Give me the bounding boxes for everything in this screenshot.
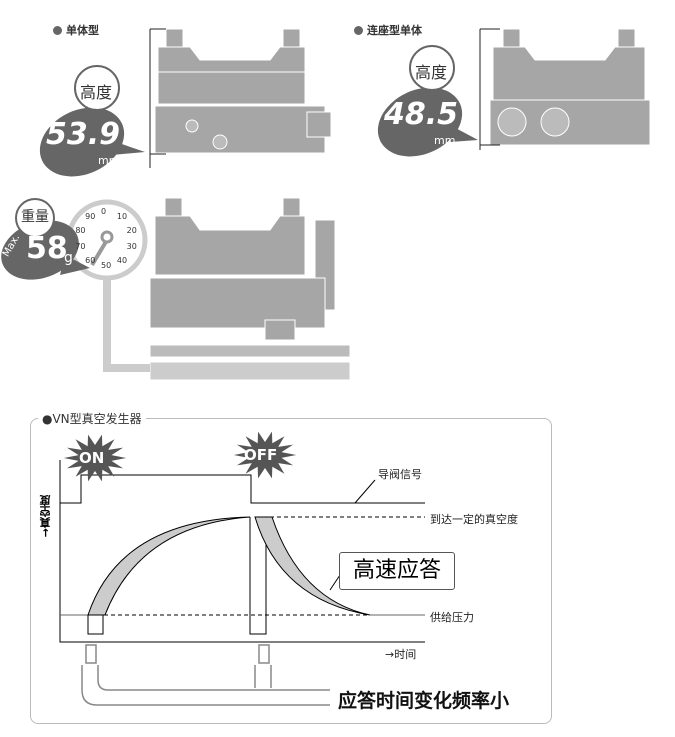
manifold-valve-device: [489, 28, 651, 146]
on-label: ON: [79, 449, 105, 467]
height-badge-manifold: [377, 45, 478, 157]
fall-curve-band: [254, 516, 371, 616]
weighed-valve-device: [149, 197, 351, 381]
on-starburst-icon: [63, 434, 127, 482]
hand-icon-1: [85, 644, 97, 664]
off-label: OFF: [244, 446, 278, 464]
weight-unit: g: [64, 250, 73, 266]
reach-vacuum-label: 到达一定的真空度: [430, 513, 518, 526]
gauge-tick-label: 70: [75, 242, 86, 252]
x-axis-label: →时间: [385, 648, 417, 661]
height-label-manifold: 高度: [415, 63, 448, 82]
gauge-tick-label: 50: [101, 261, 112, 270]
manifold-type-label: 连座型单体: [367, 24, 422, 37]
gauge-tick-label: 40: [116, 255, 128, 265]
single-valve-device: [154, 28, 332, 154]
gauge-tick-label: 0: [101, 207, 107, 216]
manifold-type-title: 连座型单体: [354, 22, 422, 38]
gauge-tick-label: 20: [126, 225, 137, 235]
gauge-tick-label: 60: [85, 255, 96, 265]
height-value-single: 53.9: [46, 117, 121, 152]
chart-axes: [59, 460, 425, 643]
gauge-tick-label: 80: [75, 225, 86, 235]
height-badge-single: [39, 65, 145, 177]
supply-pressure-label: 供给压力: [430, 611, 474, 624]
gauge-connector: [103, 278, 150, 372]
pilot-leader: [354, 479, 376, 504]
weight-badge: [1, 198, 90, 280]
pilot-signal-label: 导阀信号: [378, 468, 422, 481]
single-type-label: 单体型: [66, 24, 99, 37]
height-ruler-single: [149, 28, 166, 168]
device-illustrations: [1, 28, 651, 381]
weight-value: 58: [26, 231, 68, 266]
height-unit-single: mm: [98, 154, 120, 167]
pilot-signal-line: [60, 474, 425, 504]
height-value-manifold: 48.5: [384, 97, 459, 132]
off-starburst-icon: [233, 431, 297, 479]
gauge-tick-label: 90: [85, 212, 96, 222]
height-unit-manifold: mm: [434, 134, 456, 147]
small-variation-label: 应答时间变化频率小: [338, 690, 510, 712]
rise-curve-band: [87, 516, 251, 616]
gauge-tick-label: 30: [126, 242, 137, 252]
height-label-single: 高度: [80, 83, 113, 102]
fast-response-box: 高速应答: [339, 552, 455, 590]
chart-title: ●VN型真空发生器: [38, 410, 146, 427]
chart-frame: [30, 418, 552, 724]
hand-icon-2: [258, 644, 270, 664]
hand-pipes: [81, 644, 330, 706]
fast-leader: [329, 574, 341, 591]
single-type-title: 单体型: [53, 22, 99, 38]
y-axis-label: →真空度: [39, 495, 52, 538]
weight-label: 重量: [21, 209, 49, 225]
height-ruler-manifold: [479, 28, 500, 150]
gauge-tick-label: 10: [116, 212, 128, 222]
weight-gauge: [66, 199, 148, 281]
